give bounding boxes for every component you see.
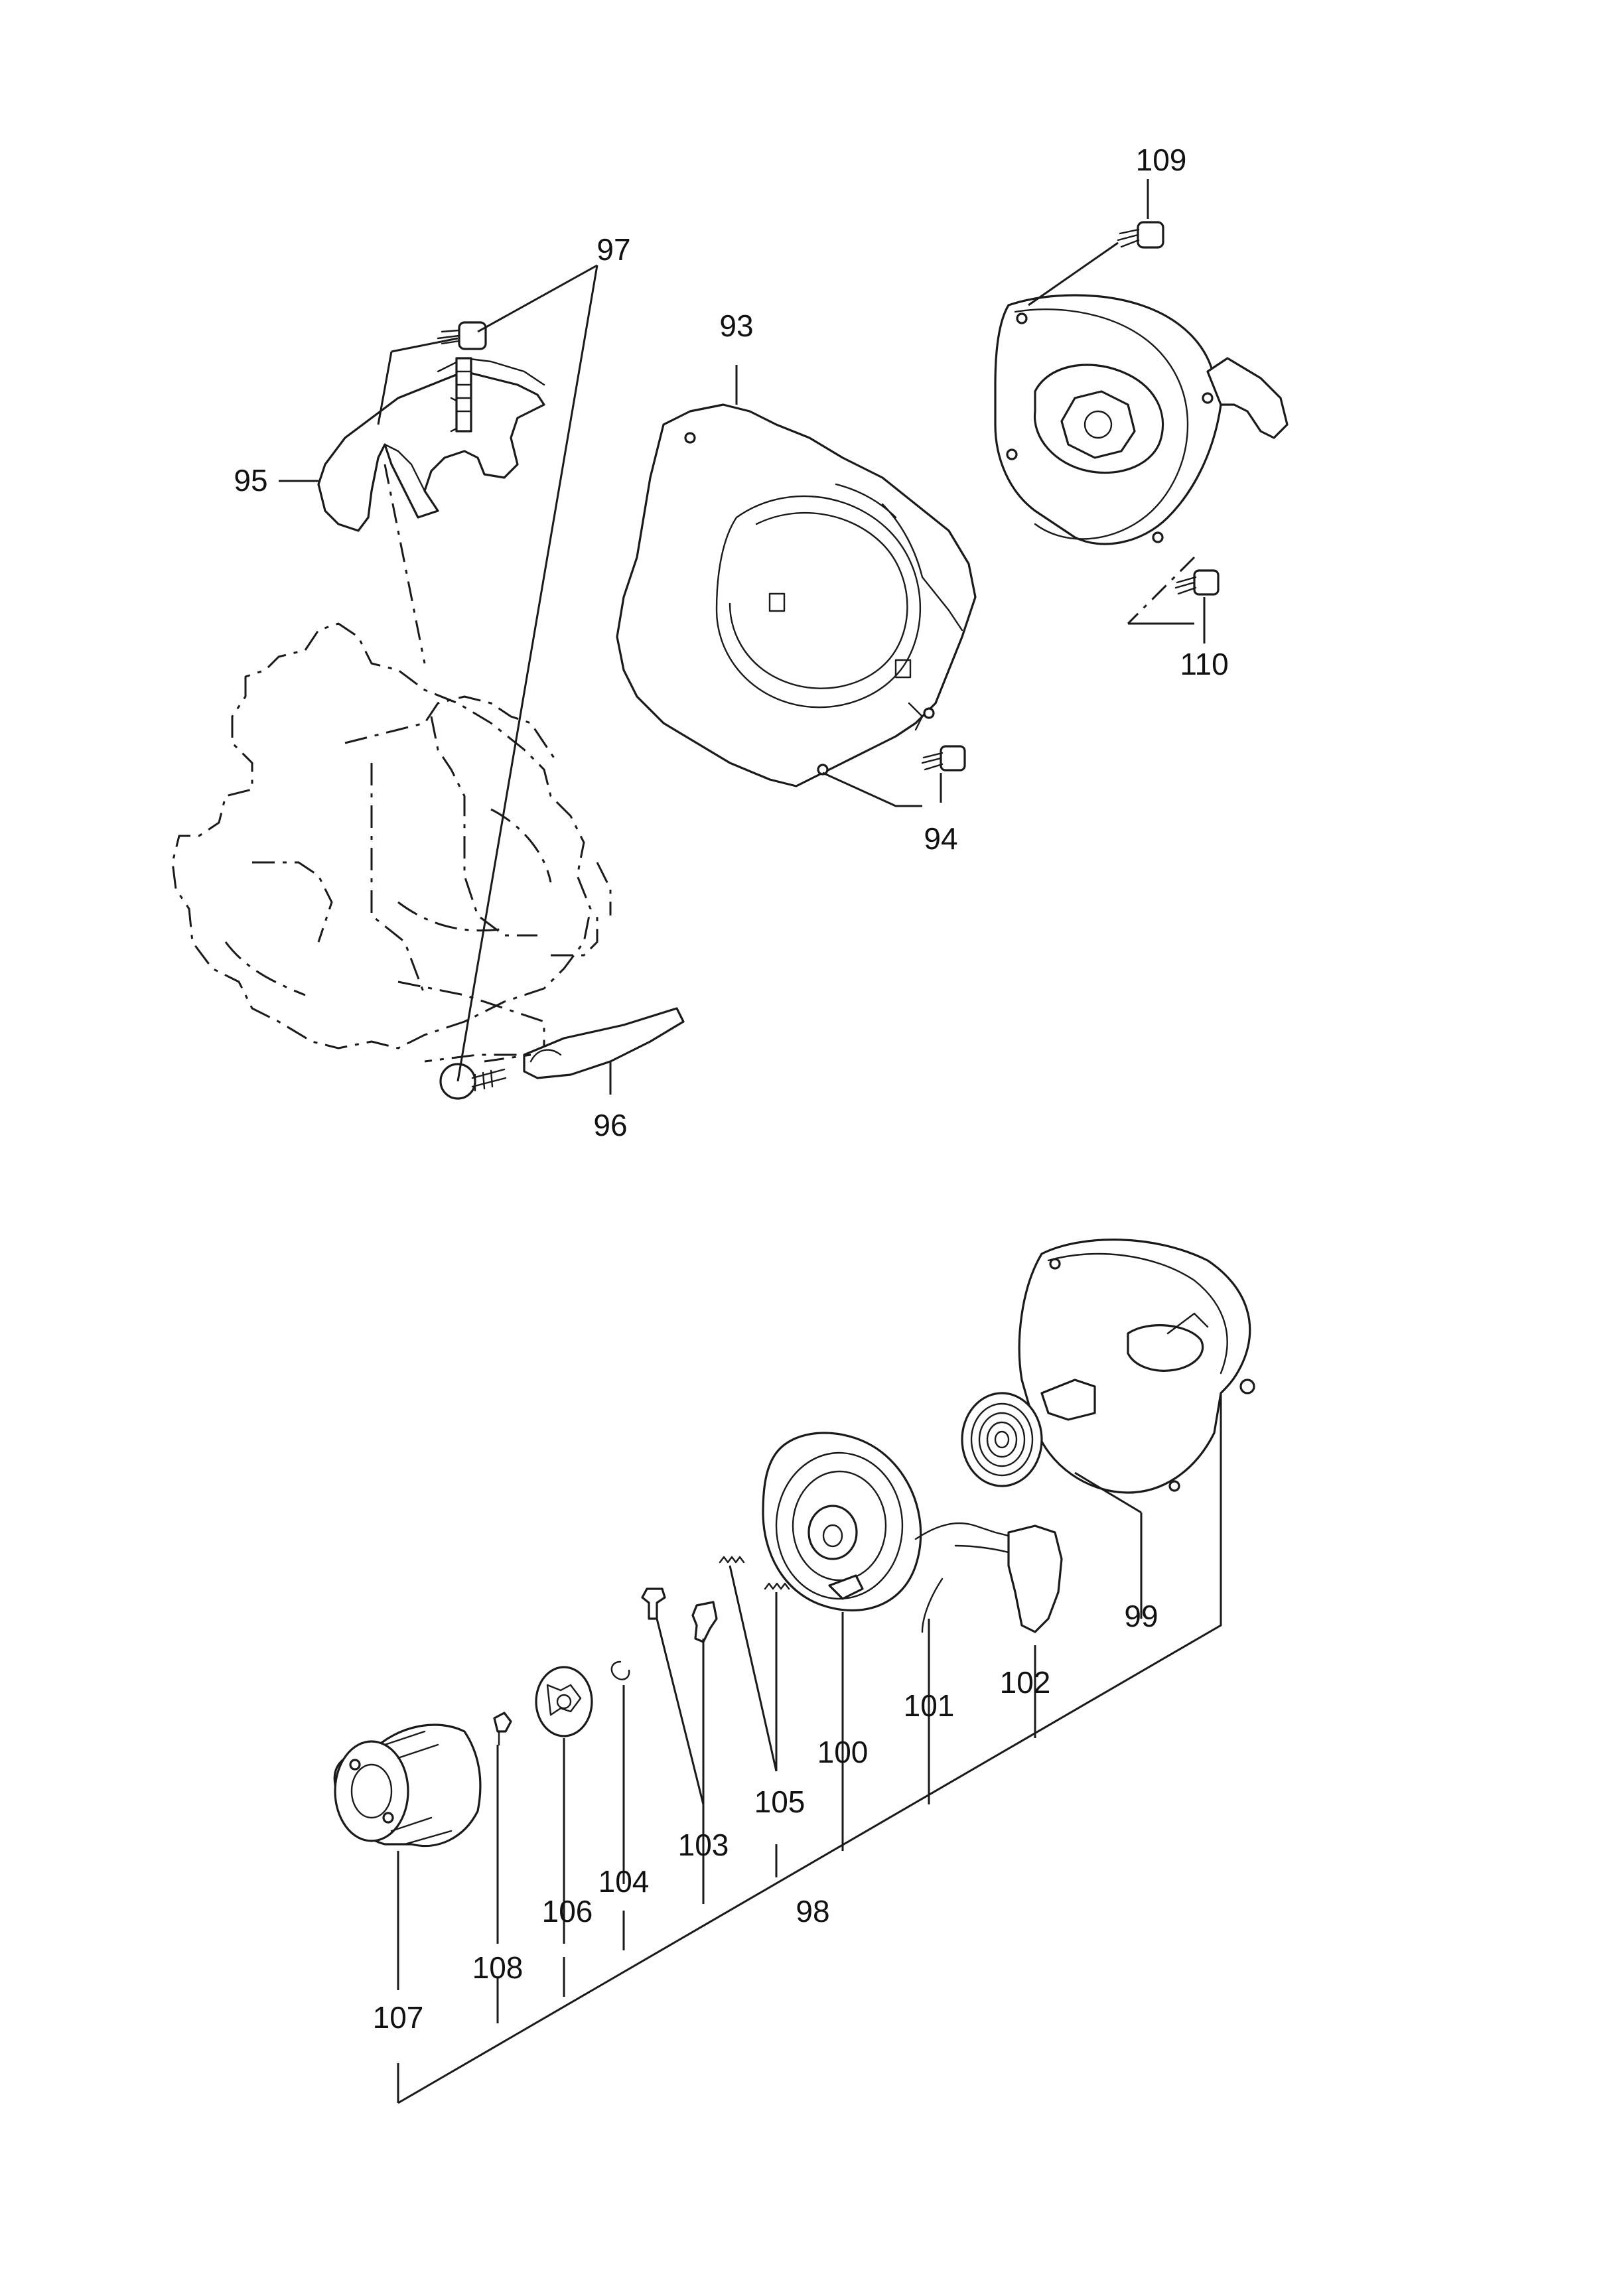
callout-97: 97 xyxy=(596,232,630,267)
engine-block-phantom xyxy=(171,622,612,1063)
callout-99: 99 xyxy=(1124,1599,1158,1633)
callout-93: 93 xyxy=(719,308,753,343)
callout-94: 94 xyxy=(924,821,957,856)
part-97-bolt-lower xyxy=(439,1063,507,1100)
part-106-friction-plate xyxy=(535,1666,593,1737)
part-110-bolt xyxy=(1174,569,1220,596)
callout-108: 108 xyxy=(472,1950,524,1985)
callout-103: 103 xyxy=(678,1828,729,1862)
callout-96: 96 xyxy=(593,1108,627,1142)
part-97-bolt-upper xyxy=(437,321,487,433)
part-109-bolt xyxy=(1117,221,1164,249)
part-105-springs xyxy=(719,1556,790,1590)
part-95-deflector-cover xyxy=(317,357,545,532)
part-93-fan-shroud xyxy=(616,403,977,787)
callout-100: 100 xyxy=(817,1735,869,1769)
callout-102: 102 xyxy=(1000,1665,1051,1700)
callout-105: 105 xyxy=(754,1785,806,1819)
callout-98: 98 xyxy=(796,1894,829,1928)
part-96-skirt-plate xyxy=(523,1007,685,1079)
part-99-starter-case xyxy=(1018,1239,1255,1494)
callout-101: 101 xyxy=(904,1688,955,1723)
callout-labels: 93 94 95 96 97 98 99 100 101 102 103 104… xyxy=(234,143,1228,2035)
part-104-clip xyxy=(610,1660,630,1680)
part-102-handle xyxy=(921,1524,1063,1633)
assembly-dash-lines xyxy=(384,464,1196,1063)
part-108-screw xyxy=(493,1712,512,1746)
leader-lines xyxy=(279,179,1222,2104)
part-101-spring xyxy=(961,1392,1043,1487)
part-103-ratchets xyxy=(641,1587,718,1643)
callout-104: 104 xyxy=(598,1864,650,1899)
callout-106: 106 xyxy=(542,1894,593,1928)
callout-107: 107 xyxy=(373,2000,424,2035)
callout-95: 95 xyxy=(234,463,267,498)
callout-109: 109 xyxy=(1136,143,1187,177)
callout-110: 110 xyxy=(1180,647,1228,681)
part-107-pulley-hub xyxy=(333,1723,482,1848)
part-100-reel xyxy=(762,1432,1023,1611)
part-starter-assembly-top xyxy=(994,294,1289,545)
part-94-bolt xyxy=(921,745,966,772)
